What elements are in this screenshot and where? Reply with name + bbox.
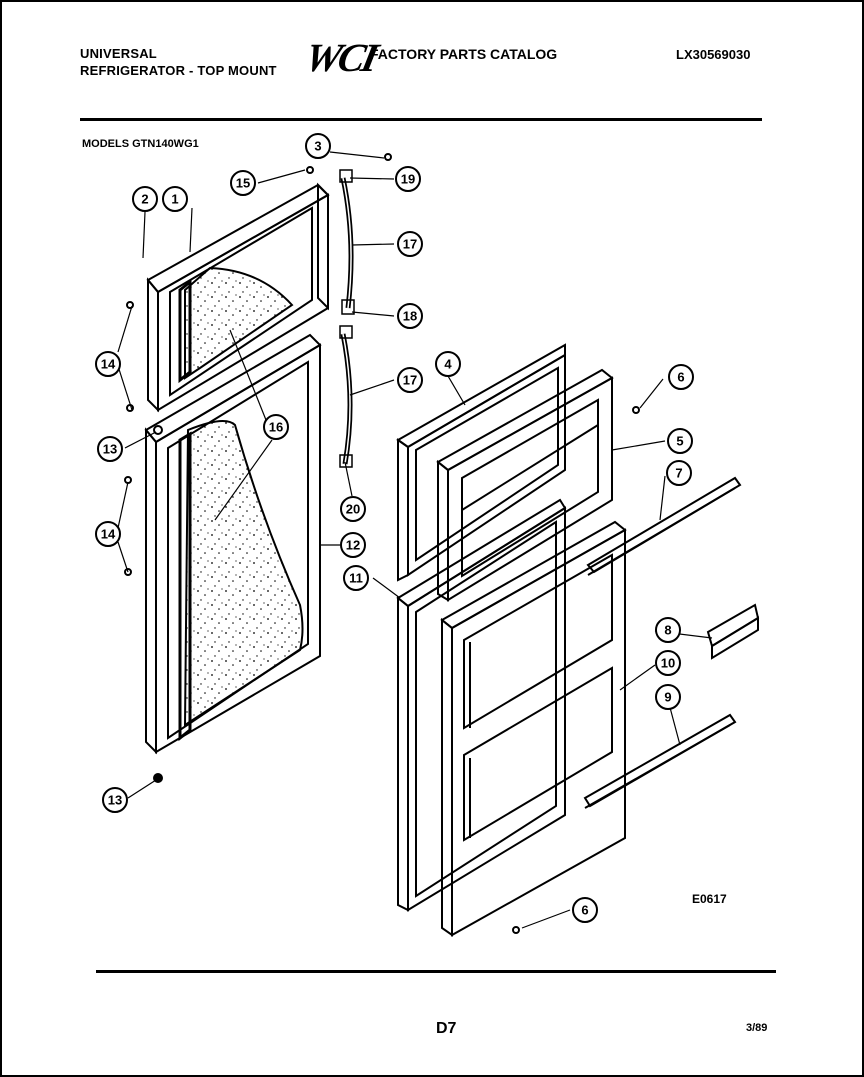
door-shelf-bracket [706, 603, 760, 660]
catalog-date: 3/89 [746, 1022, 768, 1034]
callout-10: 10 [661, 656, 675, 671]
fresh-food-shelf-rail [583, 713, 737, 809]
callout-14-lower: 14 [101, 527, 116, 542]
callout-17-lower: 17 [403, 373, 417, 388]
callout-13-upper: 13 [103, 442, 117, 457]
fresh-food-door-liner [440, 520, 627, 937]
callout-7: 7 [675, 466, 682, 481]
callout-14-upper: 14 [101, 357, 116, 372]
freezer-door-liner [436, 368, 614, 602]
header-line-2: REFRIGERATOR - TOP MOUNT [80, 63, 277, 78]
callout-5: 5 [676, 434, 683, 449]
catalog-title: FACTORY PARTS CATALOG [370, 46, 558, 62]
callout-19: 19 [401, 172, 415, 187]
callout-17-upper: 17 [403, 237, 417, 252]
freezer-gasket [396, 343, 566, 582]
header-title: UNIVERSAL REFRIGERATOR - TOP MOUNT [80, 45, 277, 79]
callout-9: 9 [664, 690, 671, 705]
callout-11: 11 [349, 571, 363, 586]
callout-6-top: 6 [677, 370, 684, 385]
callout-4: 4 [444, 357, 452, 372]
callout-3: 3 [314, 139, 321, 154]
callout-15: 15 [236, 176, 250, 191]
catalog-number: LX30569030 [676, 47, 751, 62]
freezer-door-outer-left [146, 182, 330, 413]
header-line-1: UNIVERSAL [80, 46, 157, 61]
callout-16: 16 [269, 420, 283, 435]
callout-1: 1 [171, 192, 178, 207]
drawing-code: E0617 [692, 892, 727, 906]
page-number: D7 [436, 1020, 457, 1037]
callout-6-bottom: 6 [581, 903, 588, 918]
callout-13-lower: 13 [108, 793, 122, 808]
callout-20: 20 [346, 502, 360, 517]
callout-18: 18 [403, 309, 417, 324]
callout-12: 12 [346, 538, 360, 553]
freezer-shelf-rail [586, 476, 742, 576]
fresh-food-gasket [396, 498, 567, 912]
callout-8: 8 [664, 623, 671, 638]
footer-rule [96, 970, 776, 973]
models-label: MODELS GTN140WG1 [82, 138, 199, 150]
header-rule [80, 118, 762, 121]
fresh-food-door-outer-left [144, 333, 322, 755]
callout-2: 2 [141, 192, 148, 207]
